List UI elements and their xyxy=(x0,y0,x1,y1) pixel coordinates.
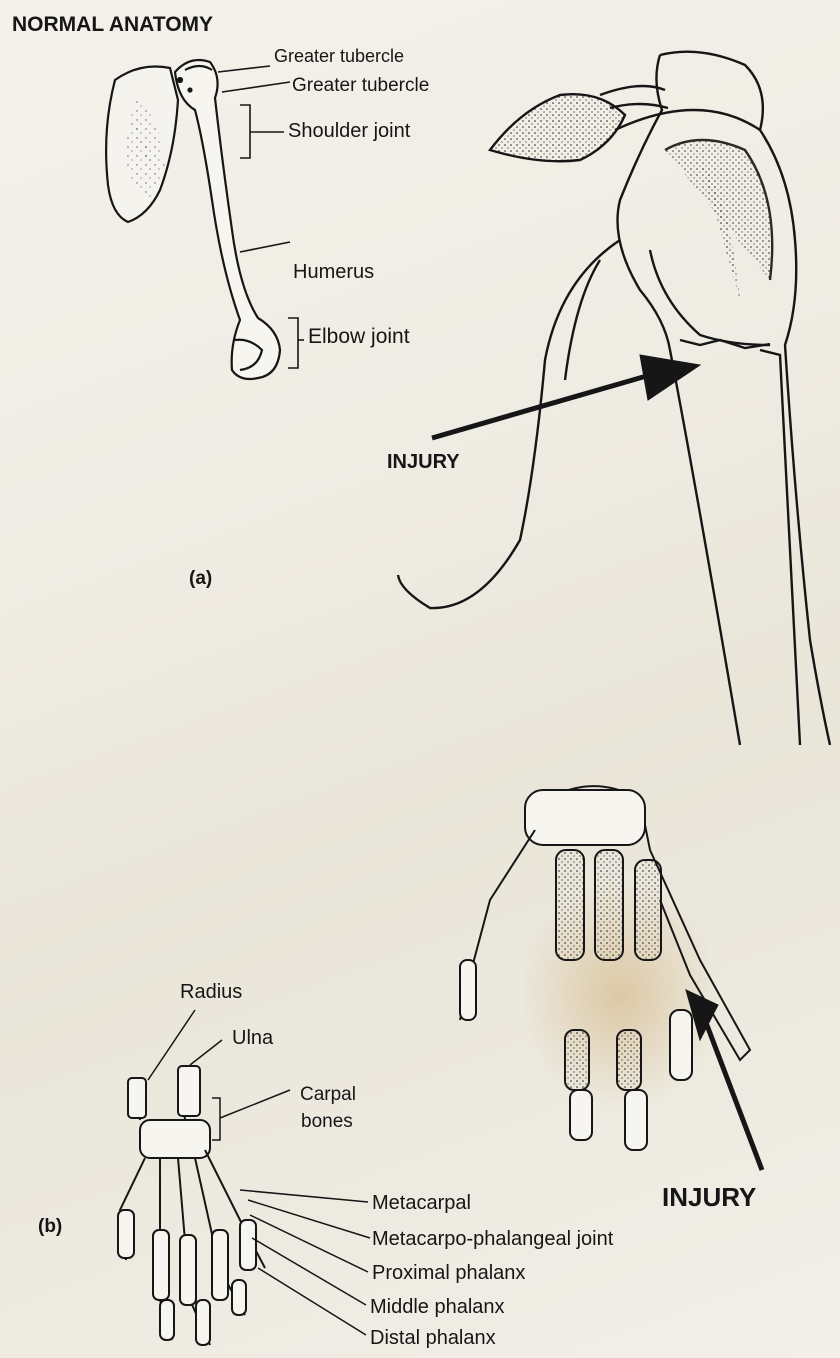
radius-label: Radius xyxy=(180,982,242,1002)
carpal-label-line1: Carpal xyxy=(300,1085,356,1104)
injured-hand-drawing xyxy=(460,786,750,1150)
mcp-joint-label: Metacarpo-phalangeal joint xyxy=(372,1229,613,1249)
proximal-phalanx-label: Proximal phalanx xyxy=(372,1263,525,1283)
middle-phalanx-label: Middle phalanx xyxy=(370,1297,505,1317)
scapula-drawing xyxy=(106,67,178,223)
normal-hand-drawing xyxy=(118,1066,265,1345)
distal-phalanx-label: Distal phalanx xyxy=(370,1328,496,1348)
elbow-joint-label: Elbow joint xyxy=(308,326,410,347)
greater-tubercle-label-1: Greater tubercle xyxy=(274,47,404,65)
carpal-label-line2: bones xyxy=(301,1112,353,1131)
injured-shoulder-drawing xyxy=(398,52,830,745)
normal-humerus-drawing xyxy=(175,60,280,379)
injury-label-b: INJURY xyxy=(662,1184,756,1210)
greater-tubercle-label-2: Greater tubercle xyxy=(292,76,429,95)
panel-b-id-label: (b) xyxy=(38,1217,62,1236)
injury-label-a: INJURY xyxy=(387,452,460,472)
panel-a-id-label: (a) xyxy=(189,569,212,588)
shoulder-joint-label: Shoulder joint xyxy=(288,121,410,141)
metacarpal-label: Metacarpal xyxy=(372,1193,471,1213)
injury-arrow-b xyxy=(686,990,762,1170)
page-title: NORMAL ANATOMY xyxy=(12,14,213,35)
ulna-label: Ulna xyxy=(232,1028,273,1048)
humerus-label: Humerus xyxy=(293,262,374,282)
